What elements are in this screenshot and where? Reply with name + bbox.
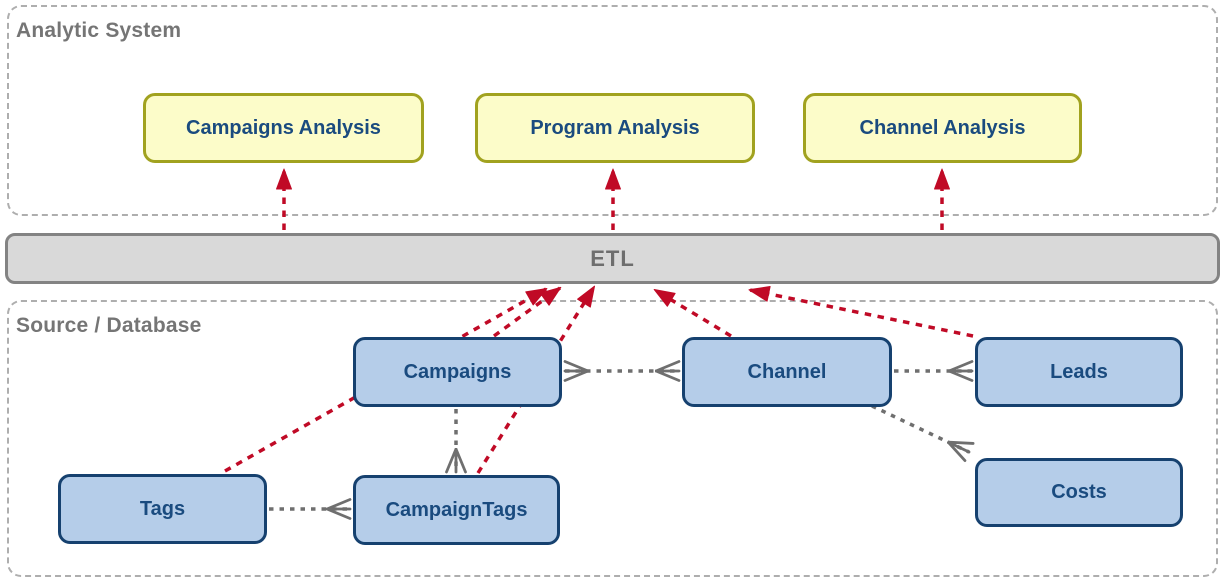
node-costs: Costs xyxy=(975,458,1183,527)
node-campaigns: Campaigns xyxy=(353,337,562,407)
source-database-label: Source / Database xyxy=(16,314,202,337)
node-program-analysis: Program Analysis xyxy=(475,93,755,163)
node-tags: Tags xyxy=(58,474,267,544)
arrow-channel-to-etl xyxy=(653,288,732,338)
etl-label: ETL xyxy=(590,245,635,271)
relation-channel-costs xyxy=(871,404,969,452)
etl-bar: ETL xyxy=(5,233,1220,284)
arrow-campaigns-to-etl xyxy=(492,286,562,338)
arrow-leads-to-etl xyxy=(748,285,974,338)
node-campaigntags: CampaignTags xyxy=(353,475,560,545)
source-database-container: Source / Database xyxy=(7,300,1218,577)
node-channel-analysis: Channel Analysis xyxy=(803,93,1082,163)
node-channel: Channel xyxy=(682,337,892,407)
analytic-system-label: Analytic System xyxy=(16,19,182,42)
node-campaigns-analysis: Campaigns Analysis xyxy=(143,93,424,163)
node-leads: Leads xyxy=(975,337,1183,407)
